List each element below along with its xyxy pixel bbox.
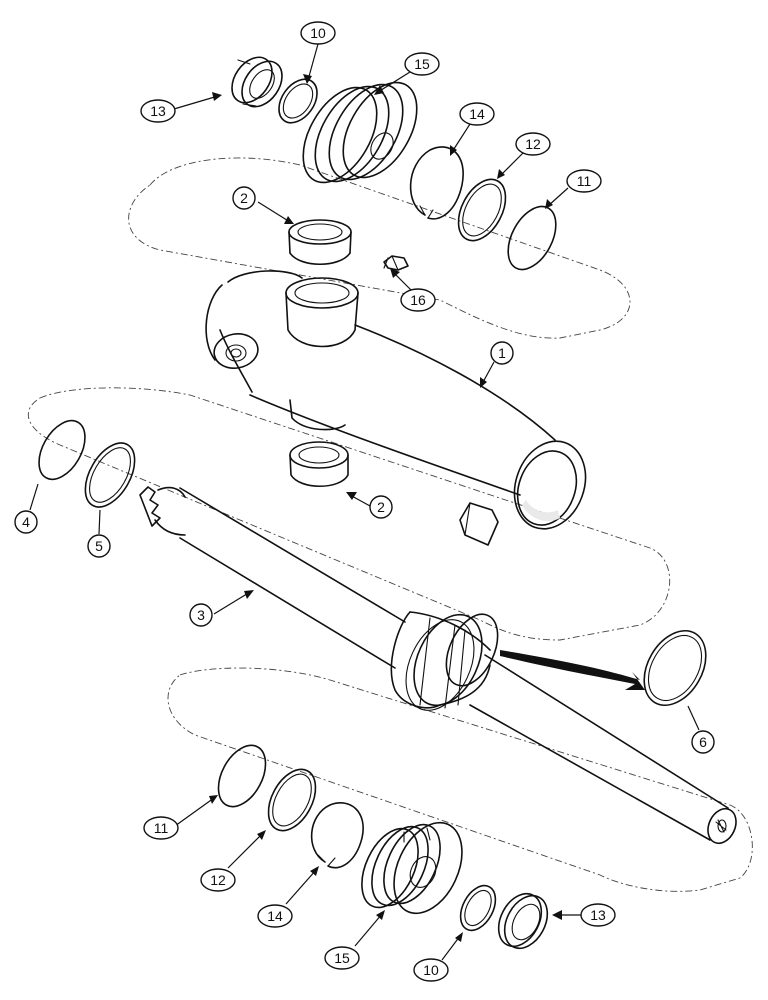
part-2-bushing-upper <box>288 219 352 265</box>
callout-2-upper: 2 <box>232 186 256 210</box>
callout-label: 10 <box>310 25 326 41</box>
part-14-wiper-top <box>231 56 283 108</box>
callout-label: 5 <box>95 538 103 554</box>
callout-14-bottom: 13 <box>580 903 616 927</box>
part-2-bushing-lower <box>289 441 349 487</box>
callout-label: 12 <box>210 872 226 888</box>
callout-label: 3 <box>197 607 205 623</box>
part-12-backup-ring-bottom <box>267 768 317 832</box>
callout-label: 14 <box>267 908 283 924</box>
group-outline-top <box>128 157 631 339</box>
callout-11-bottom: 11 <box>143 816 179 840</box>
group-outline-middle <box>27 387 671 641</box>
callout-4: 4 <box>14 510 38 534</box>
callout-label: 15 <box>334 950 350 966</box>
callout-label: 1 <box>498 345 506 361</box>
callout-label: 15 <box>414 56 430 72</box>
callout-12-bottom: 12 <box>200 868 236 892</box>
group-outline-bottom <box>167 667 753 892</box>
part-16-grease-fitting <box>383 255 409 271</box>
callout-1: 1 <box>490 341 514 365</box>
part-15-gland-bottom <box>361 821 463 915</box>
callout-label: 10 <box>423 962 439 978</box>
callout-label: 13 <box>150 103 166 119</box>
part-10-ring-bottom <box>459 884 497 932</box>
callout-15-top: 15 <box>404 52 440 76</box>
callout-2-lower: 2 <box>369 495 393 519</box>
callout-label: 4 <box>22 514 30 530</box>
callout-13-bottom: 14 <box>257 904 293 928</box>
callout-16: 16 <box>400 288 436 312</box>
part-6-piston-seal <box>500 630 707 706</box>
part-13-snap-ring-top <box>409 146 464 220</box>
part-3-piston-rod <box>139 486 737 845</box>
callout-10-top: 10 <box>300 21 336 45</box>
part-12-backup-ring-top <box>457 178 507 242</box>
callout-10-bottom: 10 <box>413 958 449 982</box>
part-10-ring-top <box>278 78 318 124</box>
callout-label: 13 <box>590 907 606 923</box>
callout-15-bottom: 15 <box>324 946 360 970</box>
part-11-o-ring-bottom <box>217 744 267 808</box>
callout-14-top: 13 <box>140 99 176 123</box>
callout-label: 14 <box>469 106 485 122</box>
part-1-cylinder-barrel <box>205 270 587 546</box>
callout-13-top: 14 <box>459 102 495 126</box>
part-5-backup-ring <box>84 442 136 508</box>
part-13-snap-ring-bottom <box>310 802 364 869</box>
callout-label: 12 <box>525 136 541 152</box>
part-15-gland-top <box>302 81 418 184</box>
callout-5: 5 <box>87 534 111 558</box>
callout-6: 6 <box>691 730 715 754</box>
callout-12-top: 12 <box>515 132 551 156</box>
part-11-o-ring-top <box>507 205 557 271</box>
part-4-o-ring <box>38 419 86 481</box>
callout-label: 11 <box>577 173 592 189</box>
callout-label: 16 <box>410 292 426 308</box>
leader-lines <box>29 43 700 961</box>
part-14-wiper-bottom <box>497 892 549 950</box>
callout-11-top: 11 <box>566 169 602 193</box>
callout-3: 3 <box>189 603 213 627</box>
callout-label: 2 <box>377 499 385 515</box>
callout-label: 2 <box>240 190 248 206</box>
callout-label: 11 <box>154 820 169 836</box>
callout-label: 6 <box>699 734 707 750</box>
